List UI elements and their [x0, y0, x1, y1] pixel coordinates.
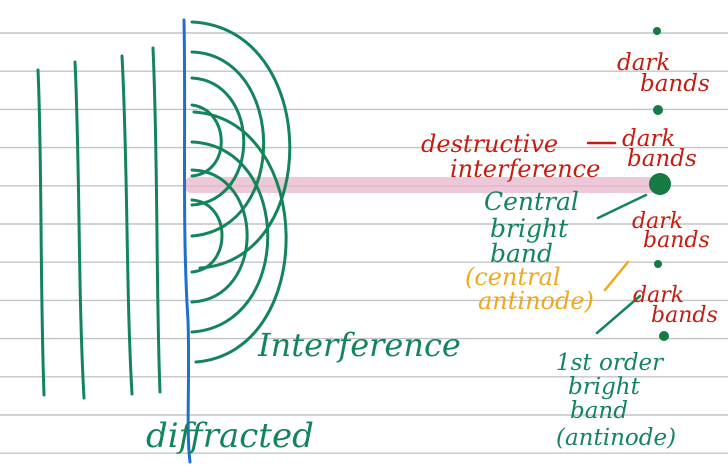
first-order-bright-dot [659, 331, 669, 341]
screen-dots [649, 27, 671, 341]
dark-band-dot-3 [654, 260, 662, 268]
upper-slit-wave-2 [190, 76, 246, 207]
plane-wavefront-4 [151, 46, 162, 394]
pointer-antinode-orange [603, 260, 630, 292]
diffracted-wavefronts [190, 20, 292, 364]
interference-label: Interference [257, 326, 461, 364]
lower-slit-wave-3 [190, 140, 270, 334]
pointer-strokes [586, 141, 648, 335]
plane-wavefront-3 [120, 54, 134, 396]
dark-bands-label-3: dark bands [632, 209, 710, 253]
first-order-bright-band-label: 1st order bright band (antinode) [556, 350, 676, 451]
dark-bands-label-1: dark bands [617, 50, 710, 97]
dark-bands-label-2: dark bands [622, 126, 697, 172]
dark-bands-label-4: dark bands [633, 283, 718, 328]
pointer-central [596, 193, 648, 220]
plane-wavefronts [36, 46, 162, 400]
destructive-interference-label: destructive interference [421, 130, 600, 183]
lower-slit-wave-2 [190, 168, 249, 304]
upper-slit-wave-3 [190, 50, 266, 238]
dark-band-dot-1 [653, 27, 661, 35]
central-bright-band-label: Central bright band [484, 187, 587, 268]
central-highlight-band [185, 177, 663, 193]
lower-slit-wave-1 [190, 198, 224, 274]
diffracted-label: diffracted [146, 416, 314, 456]
lower-slit-wave-4 [192, 110, 288, 364]
central-antinode-label: (central antinode) [465, 263, 594, 315]
upper-slit-wave-4 [190, 20, 292, 270]
plane-wavefront-1 [36, 68, 46, 397]
plane-wavefront-2 [73, 60, 86, 400]
dark-band-dot-2 [653, 105, 663, 115]
barrier-line [182, 18, 192, 464]
central-bright-dot [649, 173, 671, 195]
pointer-first-order [595, 294, 642, 335]
